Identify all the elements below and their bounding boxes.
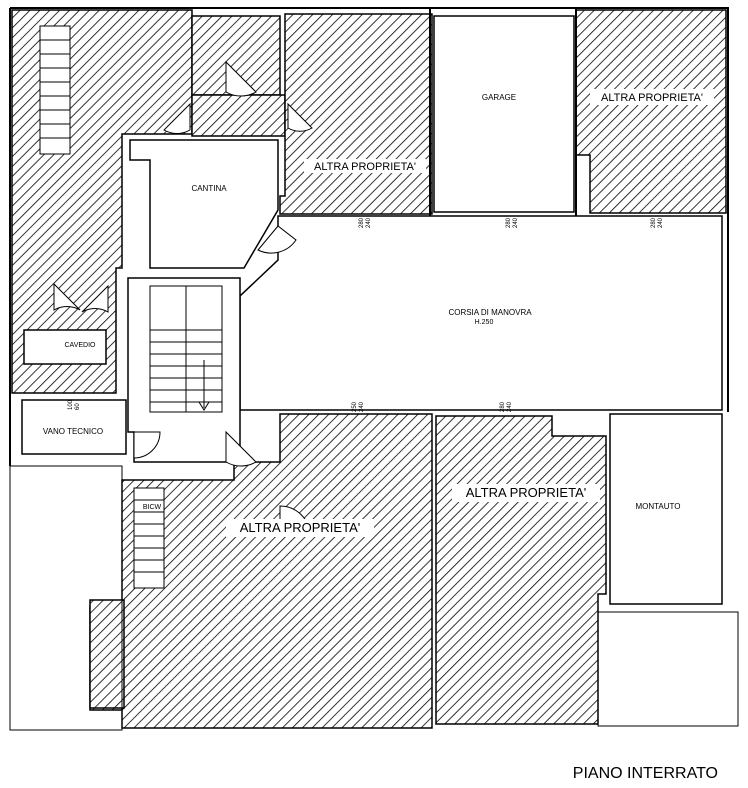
dim-4a: 250 (352, 401, 358, 412)
label-cantina: CANTINA (191, 184, 227, 193)
dim-6a: 100 (68, 399, 74, 410)
stair-hall (127, 277, 241, 463)
label-montauto: MONTAUTO (635, 502, 680, 511)
label-bicw: BICW (143, 504, 162, 511)
altra-proprieta-bottom-right-area (435, 415, 607, 725)
vano-tecnico-room (21, 399, 127, 455)
label-cavedio: CAVEDIO (65, 342, 97, 349)
dim-6b: 60 (75, 403, 81, 410)
top-hatched-corridor (191, 94, 286, 137)
altra-proprieta-top-left-area (279, 13, 433, 215)
stair-top-left (39, 25, 71, 155)
stair-bottom-left (133, 487, 165, 589)
label-corsia: CORSIA DI MANOVRA (448, 308, 532, 317)
label-altra-proprieta-3: ALTRA PROPRIETA' (240, 520, 360, 535)
dim-1a: 280 (359, 217, 365, 228)
dim-4b: 240 (359, 401, 365, 412)
dim-5b: 240 (507, 401, 513, 412)
cantina-room (129, 139, 279, 269)
dim-1b: 240 (366, 217, 372, 228)
label-corsia-height: H.250 (475, 319, 494, 326)
dim-3a: 280 (651, 217, 657, 228)
label-altra-proprieta-4: ALTRA PROPRIETA' (466, 485, 586, 500)
label-vano-tecnico: VANO TECNICO (43, 427, 103, 436)
label-altra-proprieta-1: ALTRA PROPRIETA' (314, 161, 416, 173)
main-stairs (149, 285, 223, 413)
dim-5a: 280 (500, 401, 506, 412)
external-zone-right (597, 611, 739, 727)
label-garage: GARAGE (482, 93, 516, 102)
door-swings (53, 60, 313, 537)
altra-proprieta-top-right-area (575, 9, 727, 214)
outer-wall (9, 7, 729, 466)
montauto-room (609, 413, 723, 605)
dim-3b: 240 (658, 217, 664, 228)
dim-2b: 240 (513, 217, 519, 228)
bottom-left-column (89, 599, 125, 709)
dimension-labels: 280 240 280 240 280 240 250 240 280 240 … (68, 217, 664, 412)
external-zone-left (9, 465, 123, 731)
dim-2a: 280 (506, 217, 512, 228)
drawing-title: PIANO INTERRATO (573, 765, 718, 782)
label-altra-proprieta-2: ALTRA PROPRIETA' (601, 92, 703, 104)
garage-room (433, 15, 575, 213)
cavedio-room (23, 329, 107, 365)
